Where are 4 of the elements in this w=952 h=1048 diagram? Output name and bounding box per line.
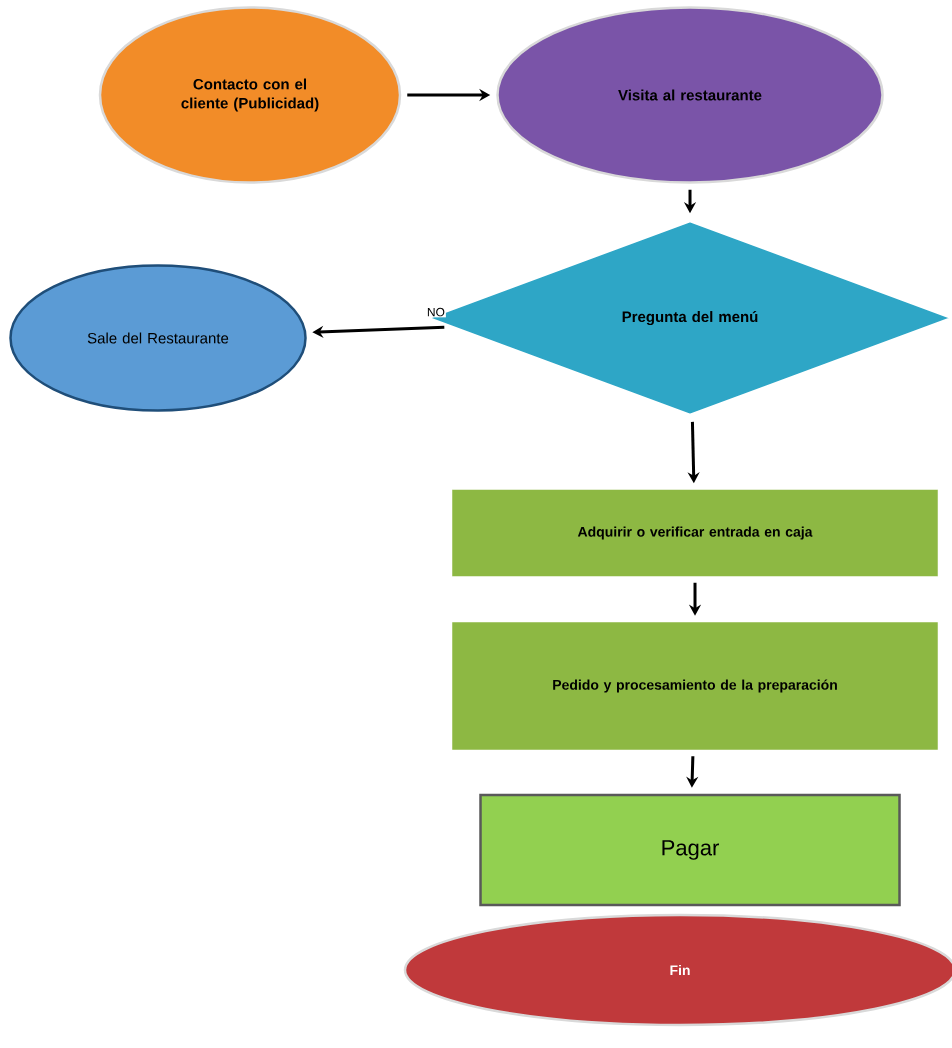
process-box: Pedido y procesamiento de la preparación — [451, 621, 939, 751]
process-box: Adquirir o verificar entrada en caja — [451, 489, 939, 577]
edge-label: NO — [425, 306, 446, 318]
process-box: Pagar — [479, 793, 901, 907]
